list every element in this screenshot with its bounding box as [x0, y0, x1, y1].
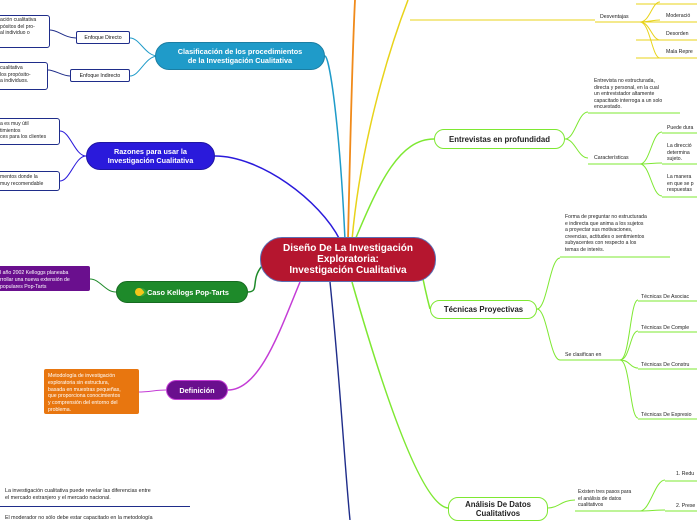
note-indirecto: cualitativa los propósito- a individuos. — [0, 65, 31, 85]
enfoque-indirecto-box[interactable]: Enfoque Indirecto — [70, 69, 130, 82]
topic-definicion[interactable]: Definición — [166, 380, 228, 400]
desventajas-label: Desventajas — [600, 14, 629, 20]
note-directo-frame — [0, 15, 50, 48]
analisis-item-1: 1. Redu — [676, 471, 695, 477]
caracteristica-item-2: La direcció determina sujeto. — [667, 143, 692, 163]
proyectivas-desc: Forma de preguntar no estructurada e ind… — [565, 214, 647, 253]
note-razones-1-frame — [0, 118, 60, 145]
central-line-3: Investigación Cualitativa — [289, 265, 407, 276]
topic-kelloggs[interactable]: Caso Kellogs Pop-Tarts — [116, 281, 248, 303]
topic-analisis[interactable]: Análisis De Datos Cualitativos — [448, 497, 548, 521]
caracteristicas-label: Características — [594, 155, 629, 161]
entrevistas-desc: Entrevista no estructurada, directa y pe… — [594, 78, 663, 111]
tecnica-item-2: Técnicas De Comple — [641, 325, 690, 331]
note-bottom-1: La investigación cualitativa puede revel… — [5, 488, 151, 501]
tecnica-item-4: Técnicas De Expresio — [641, 412, 692, 418]
note-indirecto-frame — [0, 62, 48, 90]
caracteristica-item-1: Puede dura — [667, 125, 694, 131]
note-razones-2-frame — [0, 171, 60, 191]
clasifican-label: Se clasifican en — [565, 352, 602, 358]
divider — [0, 506, 190, 507]
note-definicion: Metodología de investigación exploratori… — [44, 369, 139, 414]
tecnica-item-3: Técnicas De Constru — [641, 362, 690, 368]
desventaja-item-1: Moderació — [666, 13, 691, 19]
caracteristica-item-3: La manera en que se p respuestas — [667, 174, 694, 194]
desventaja-item-3: Mala Repre — [666, 49, 693, 55]
kelloggs-title: Caso Kellogs Pop-Tarts — [147, 287, 229, 297]
note-bottom-2: El moderador no sólo debe estar capacita… — [5, 515, 153, 521]
note-directo: ación cualitativa pósitos del pro- al in… — [0, 17, 37, 37]
topic-proyectivas[interactable]: Técnicas Proyectivas — [430, 300, 537, 319]
central-topic[interactable]: Diseño De La Investigación Exploratoria:… — [260, 237, 436, 282]
note-razones-2: mentos donde la muy recomendable — [0, 174, 44, 187]
note-razones-1: a es muy útil timientos ces para los cli… — [0, 121, 47, 141]
topic-entrevistas[interactable]: Entrevistas en profundidad — [434, 129, 565, 149]
topic-razones[interactable]: Razones para usar la Investigación Cuali… — [86, 142, 215, 170]
enfoque-directo-box[interactable]: Enfoque Directo — [76, 31, 130, 44]
note-kelloggs: l año 2002 Kelloggs planeaba rrollar una… — [0, 266, 90, 291]
corn-icon — [133, 286, 145, 298]
central-line-1: Diseño De La Investigación — [282, 243, 414, 254]
topic-clasificacion[interactable]: Clasificación de los procedimientos de l… — [155, 42, 325, 70]
central-line-2: Exploratoria: — [317, 254, 379, 265]
tecnica-item-1: Técnicas De Asociac — [641, 294, 690, 300]
analisis-desc: Existen tres pasos para el análisis de d… — [578, 489, 632, 509]
desventaja-item-2: Desorden — [666, 31, 689, 37]
analisis-item-2: 2. Prese — [676, 503, 696, 509]
